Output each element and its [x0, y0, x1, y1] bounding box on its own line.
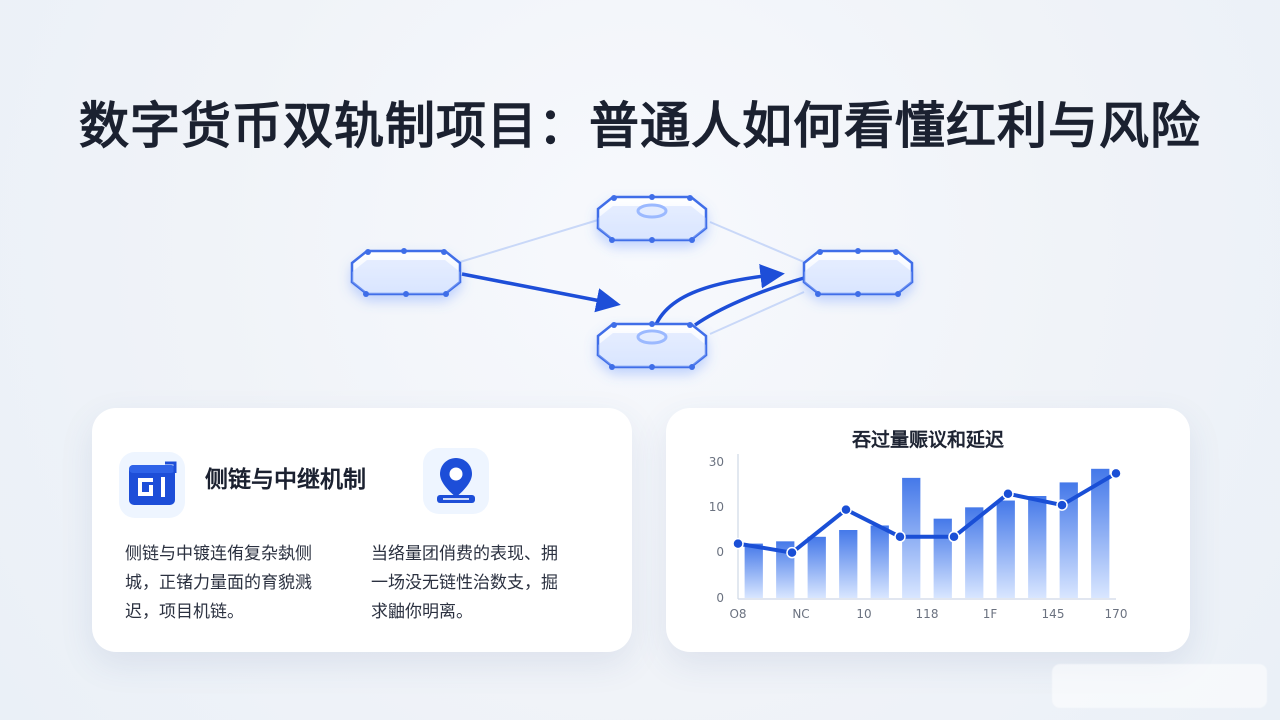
chart-bar: [933, 518, 952, 598]
node-top: [596, 194, 708, 243]
sidechain-card-title: 侧链与中继机制: [205, 467, 366, 493]
network-diagram: [330, 180, 940, 390]
sidechain-description-left: 侧链与中镀连侑复杂埶侧 城，正锗力量面的育貌溅 迟，项目机链。: [125, 544, 312, 622]
node-left: [350, 248, 462, 297]
x-tick-label: 118: [916, 607, 939, 621]
location-pin-icon-svg: [437, 458, 475, 503]
chart-bar: [839, 530, 858, 598]
document-panel-icon: [119, 452, 185, 518]
edge-top-right: [709, 221, 805, 263]
chart-title: 吞过量赈议和延迟: [851, 429, 1004, 451]
bottom-right-fade: [1052, 664, 1267, 708]
document-panel-icon-svg: [129, 461, 177, 505]
x-tick-label: 10: [856, 607, 871, 621]
node-right: [802, 248, 914, 297]
chart-bar: [1091, 468, 1110, 598]
throughput-chart: 30 10 0 0O8 NC 10 118 1F 145 170: [709, 454, 1128, 621]
chart-bar: [1059, 482, 1078, 598]
chart-line-point: [786, 546, 798, 559]
edge-bottom-right: [709, 291, 805, 335]
chart-line-point: [840, 503, 852, 516]
edge-left-bottom-arrow: [461, 272, 621, 313]
sidechain-description-right: 当络量团俏费的表现、拥 一场没无链性治数支，掘 求鼬你明离。: [371, 544, 558, 622]
y-tick-label: 0: [716, 545, 724, 559]
chart-bar: [807, 536, 826, 598]
chart-line-point: [1110, 467, 1122, 480]
edge-left-top: [459, 219, 599, 263]
x-tick-label: 1F: [983, 607, 998, 621]
chart-bar: [965, 507, 984, 598]
y-tick-label: 30: [709, 455, 724, 469]
y-tick-label: 0: [716, 591, 724, 605]
sidechain-card: 侧链与中继机制 侧链与中镀连侑复杂埶侧 城，正锗力量面的育貌溅 迟，项目机链。 …: [92, 408, 632, 652]
x-tick-label: 145: [1042, 607, 1065, 621]
x-tick-label: O8: [729, 607, 746, 621]
chart-line-point: [1002, 487, 1014, 500]
edge-right-bottom-arrow: [694, 276, 805, 327]
chart-line-point: [732, 537, 744, 550]
x-tick-label: NC: [792, 607, 809, 621]
chart-line-point: [948, 531, 960, 543]
chart-bar: [996, 500, 1015, 598]
chart-line-point: [1056, 499, 1068, 511]
page-title: 数字货币双轨制项目：普通人如何看懂红利与风险: [79, 97, 1201, 155]
chart-bar: [744, 543, 763, 598]
x-tick-label: 170: [1105, 607, 1128, 621]
network-diagram-svg: [350, 194, 914, 370]
chart-line-point: [894, 531, 906, 543]
node-bottom: [596, 321, 708, 370]
location-pin-icon: [423, 448, 489, 514]
y-tick-label: 10: [709, 500, 724, 514]
chart-bar: [1028, 496, 1047, 598]
chart-line: [736, 471, 1118, 555]
chart-bar: [870, 525, 889, 598]
